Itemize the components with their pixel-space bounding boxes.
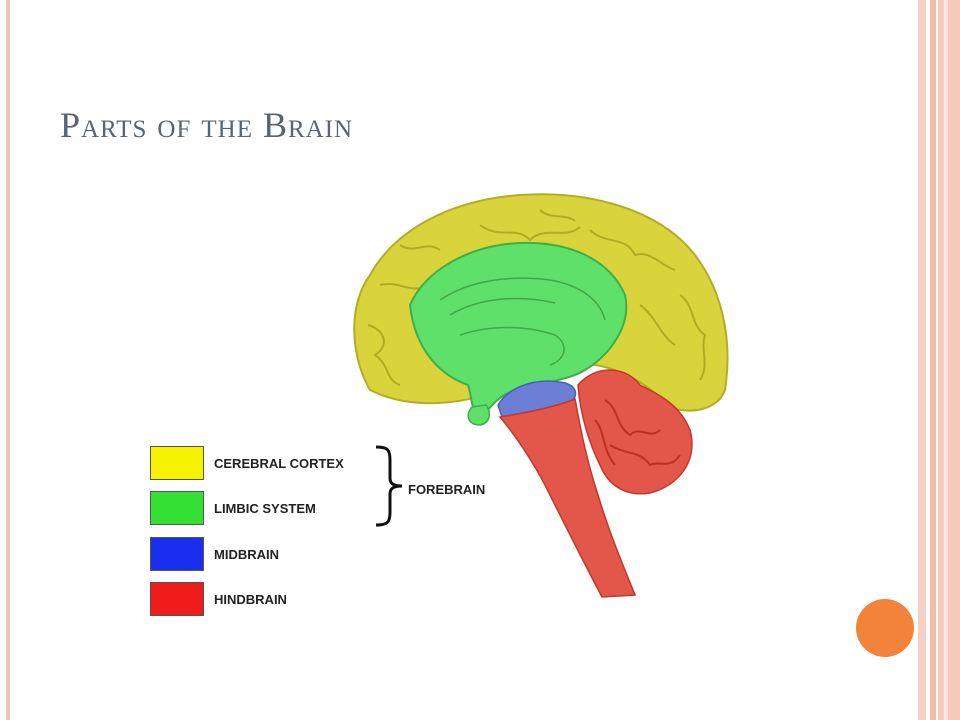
limbic-folds xyxy=(439,277,606,366)
limbic-small-lobe xyxy=(467,404,491,426)
forebrain-label: FOREBRAIN xyxy=(408,482,486,497)
legend-swatch xyxy=(150,582,204,616)
decorative-orange-circle xyxy=(856,599,914,657)
brain-diagram xyxy=(353,193,729,598)
legend-swatch xyxy=(150,446,204,480)
cerebellum-folds xyxy=(594,399,681,467)
legend-swatch xyxy=(150,537,204,571)
slide-frame-right-stripe xyxy=(938,0,960,720)
legend-label: CEREBRAL CORTEX xyxy=(214,456,344,471)
legend-swatch xyxy=(150,491,204,525)
slide-title: Parts of the Brain xyxy=(60,105,354,145)
legend-label: HINDBRAIN xyxy=(214,592,287,607)
brainstem-region xyxy=(498,397,637,598)
legend-label: MIDBRAIN xyxy=(214,547,279,562)
slide-frame-right-stripe xyxy=(944,0,948,720)
legend-label: LIMBIC SYSTEM xyxy=(214,501,316,516)
slide-frame-left xyxy=(6,0,10,720)
slide-frame-right-stripe xyxy=(918,0,926,720)
forebrain-brace xyxy=(375,445,403,527)
slide-frame-right-stripe xyxy=(930,0,936,720)
